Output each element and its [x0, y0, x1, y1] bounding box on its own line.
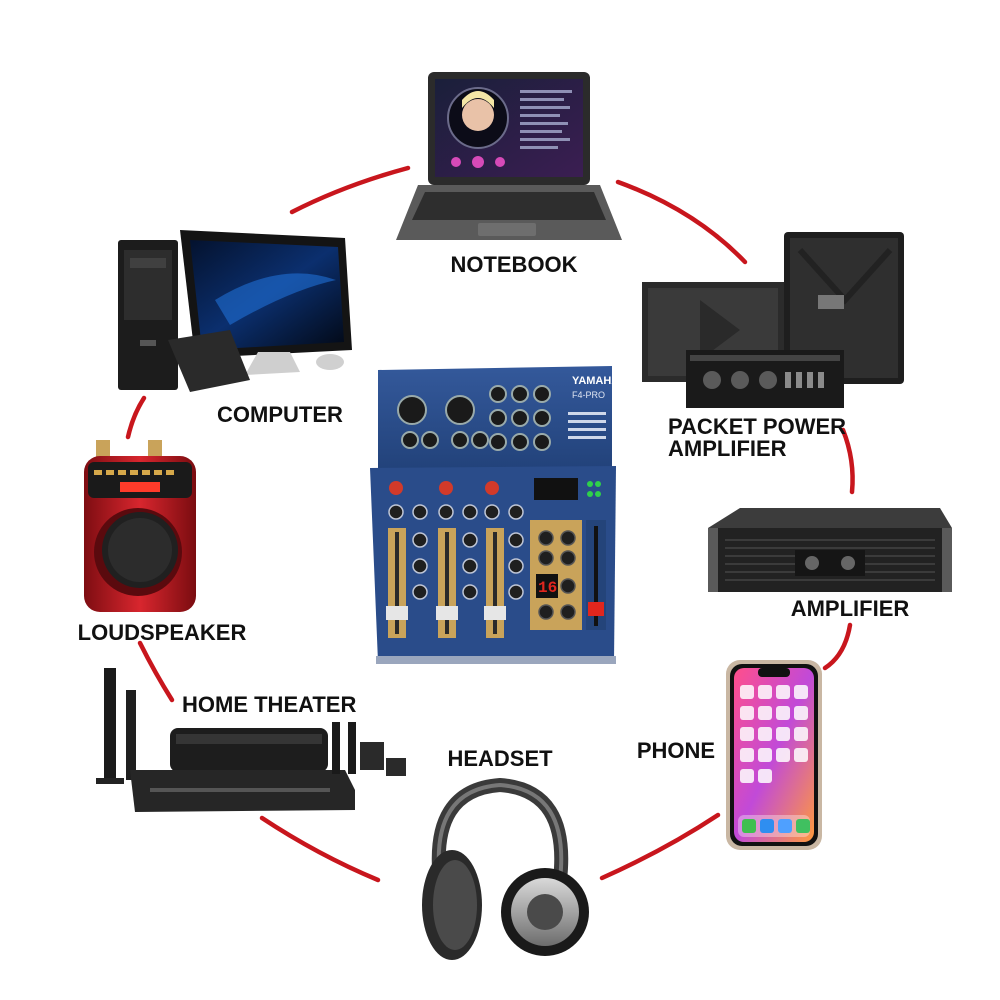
label-packet-power-amplifier-line2: AMPLIFIER [668, 436, 787, 461]
headphones-icon [422, 777, 589, 960]
label-headset: HEADSET [447, 746, 553, 771]
label-amplifier: AMPLIFIER [791, 596, 910, 621]
arc-computer-notebook [289, 165, 411, 215]
arc-loudspeaker-computer [125, 395, 147, 440]
mixer-brand: YAMAHA [572, 375, 619, 387]
label-phone: PHONE [637, 738, 715, 763]
label-computer: COMPUTER [217, 402, 343, 427]
mixer-model: F4-PRO [572, 390, 605, 400]
arc-home-theater-loudspeaker [137, 640, 175, 703]
label-loudspeaker: LOUDSPEAKER [78, 620, 247, 645]
mixer-fx-display: 16 [538, 579, 557, 597]
laptop-icon [396, 72, 622, 240]
connection-arcs [125, 165, 855, 883]
arc-notebook-packet-amplifier [615, 179, 748, 265]
portable-speaker-icon [84, 440, 196, 612]
arc-packet-amplifier-amplifier [840, 427, 855, 495]
arc-phone-headset [599, 812, 721, 881]
label-home-theater: HOME THEATER [182, 692, 356, 717]
rack-amplifier-icon [708, 508, 952, 592]
home-theater-icon [96, 668, 406, 812]
arc-headset-home-theater [259, 815, 381, 883]
arc-amplifier-phone [822, 622, 853, 671]
smartphone-icon [726, 660, 822, 850]
label-packet-power-amplifier-line1: PACKET POWER [668, 414, 846, 439]
label-notebook: NOTEBOOK [450, 252, 577, 277]
speaker-amplifier-icon [642, 232, 904, 408]
desktop-computer-icon [118, 230, 352, 392]
audio-mixer-icon: YAMAHA F4-PRO 16 [370, 366, 619, 664]
